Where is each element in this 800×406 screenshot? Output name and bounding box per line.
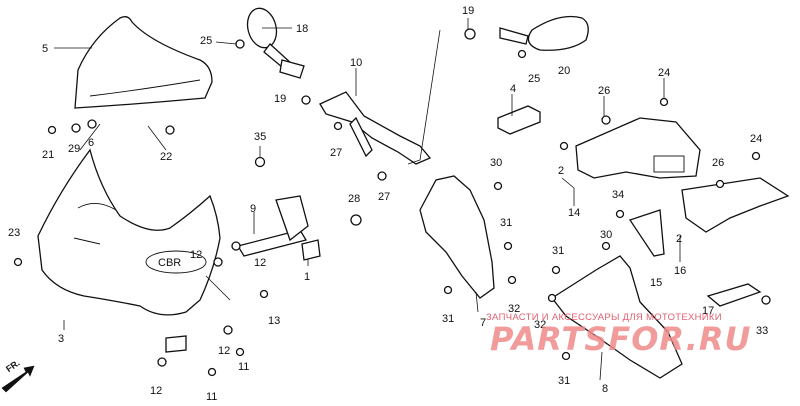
callout-23: 23 <box>8 227 20 239</box>
callout-21: 21 <box>42 149 54 161</box>
lower-cowl <box>551 255 683 379</box>
watermark-brand: PARTSFOR.RU <box>490 320 752 358</box>
callout-27: 27 <box>330 147 342 159</box>
right-mirror <box>499 15 589 51</box>
upper-cowl: CBR <box>37 148 221 316</box>
fairing-stay <box>319 91 432 165</box>
callout-29: 29 <box>68 143 80 155</box>
callout-15: 15 <box>650 277 662 289</box>
callout-30: 30 <box>490 157 502 169</box>
bracket-9 <box>236 195 309 257</box>
callout-6: 6 <box>88 137 94 149</box>
callout-30: 30 <box>600 229 612 241</box>
fasteners <box>13 28 771 377</box>
callout-31: 31 <box>558 375 570 387</box>
callout-4: 4 <box>510 83 516 95</box>
callout-5: 5 <box>42 43 48 55</box>
callout-25: 25 <box>200 35 212 47</box>
callout-11: 11 <box>238 361 249 373</box>
callout-2: 2 <box>558 165 564 177</box>
callout-35: 35 <box>254 131 266 143</box>
callout-20: 20 <box>558 65 570 77</box>
windscreen <box>74 16 213 109</box>
callout-31: 31 <box>442 313 454 325</box>
watermark-caption: ЗАПЧАСТИ И АКСЕССУАРЫ ДЛЯ МОТОТЕХНИКИ <box>486 312 722 323</box>
callout-28: 28 <box>348 193 360 205</box>
callout-14: 14 <box>568 207 580 219</box>
callout-19: 19 <box>462 5 474 17</box>
callout-11: 11 <box>206 391 217 403</box>
callout-12: 12 <box>150 385 162 397</box>
lower-duct <box>681 177 790 233</box>
callout-17: 17 <box>702 305 714 317</box>
callout-10: 10 <box>350 57 362 69</box>
fairing-decal: CBR <box>158 257 181 269</box>
callout-2: 2 <box>676 233 682 245</box>
callout-12: 12 <box>190 249 202 261</box>
callout-7: 7 <box>480 317 486 329</box>
callout-9: 9 <box>250 203 256 215</box>
callout-26: 26 <box>712 157 724 169</box>
callout-26: 26 <box>598 85 610 97</box>
callout-33: 33 <box>756 325 768 337</box>
inner-bracket <box>497 105 541 135</box>
air-duct <box>575 117 701 179</box>
callout-19: 19 <box>274 93 286 105</box>
callout-8: 8 <box>602 383 608 395</box>
callout-12: 12 <box>254 257 266 269</box>
inner-panel <box>419 175 495 299</box>
callout-25: 25 <box>528 73 540 85</box>
callout-27: 27 <box>378 191 390 203</box>
callout-labels: 5 18 25 19 10 19 25 20 4 26 24 21 29 6 2… <box>8 5 768 403</box>
callout-3: 3 <box>58 333 64 345</box>
callout-32: 32 <box>534 319 546 331</box>
callout-31: 31 <box>500 217 512 229</box>
callout-18: 18 <box>296 23 308 35</box>
callout-34: 34 <box>612 189 624 201</box>
callout-13: 13 <box>268 315 280 327</box>
callout-12: 12 <box>218 345 230 357</box>
bracket-15 <box>628 209 665 257</box>
left-mirror <box>246 7 305 79</box>
bracket-17 <box>706 283 762 307</box>
callout-31: 31 <box>552 245 564 257</box>
callout-24: 24 <box>750 133 762 145</box>
callout-22: 22 <box>160 151 172 163</box>
callout-32: 32 <box>508 303 520 315</box>
callout-1: 1 <box>304 271 310 283</box>
front-arrow-icon <box>1 365 35 393</box>
callout-16: 16 <box>674 265 686 277</box>
callout-24: 24 <box>658 67 670 79</box>
